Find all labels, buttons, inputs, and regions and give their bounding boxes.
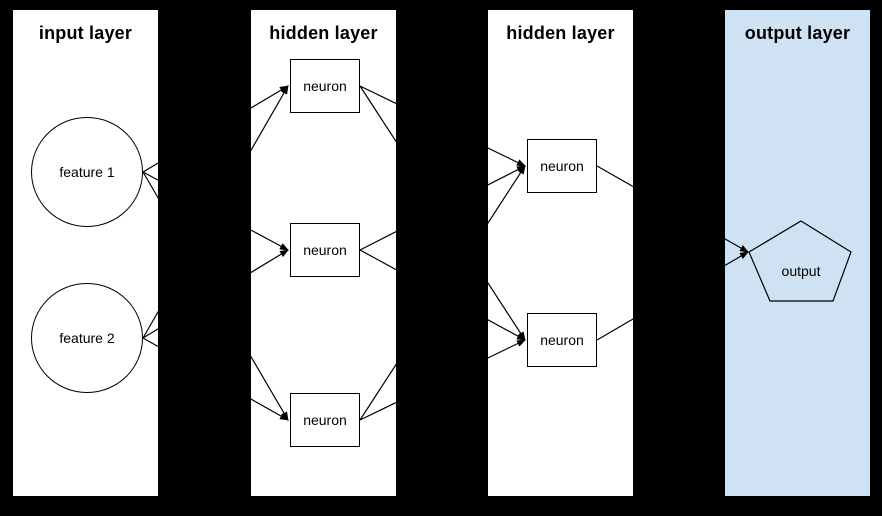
layer-title-hidden-1: hidden layer	[269, 23, 378, 43]
node-hidden2-neuron-2-label: neuron	[540, 332, 584, 348]
layer-column-input: input layer	[13, 10, 158, 496]
node-hidden1-neuron-2-label: neuron	[303, 242, 347, 258]
node-hidden2-neuron-1-label: neuron	[540, 158, 584, 174]
node-hidden1-neuron-1-label: neuron	[303, 78, 347, 94]
layer-title-output: output layer	[744, 23, 851, 43]
node-hidden1-neuron-3-label: neuron	[303, 412, 347, 428]
layer-title-hidden-2: hidden layer	[506, 23, 615, 43]
node-hidden2-neuron-1: neuron	[527, 139, 597, 193]
node-hidden1-neuron-2: neuron	[290, 223, 360, 277]
node-feature-1: feature 1	[31, 117, 143, 227]
node-hidden1-neuron-1: neuron	[290, 59, 360, 113]
node-output-label: output	[781, 263, 821, 279]
node-feature-1-label: feature 1	[59, 164, 115, 180]
node-hidden2-neuron-2: neuron	[527, 313, 597, 367]
layer-column-hidden-2: hidden layer	[488, 10, 633, 496]
layer-column-output: output layer	[725, 10, 870, 496]
layer-title-input: input layer	[38, 23, 133, 43]
node-feature-2: feature 2	[31, 283, 143, 393]
node-feature-2-label: feature 2	[59, 330, 115, 346]
node-hidden1-neuron-3: neuron	[290, 393, 360, 447]
